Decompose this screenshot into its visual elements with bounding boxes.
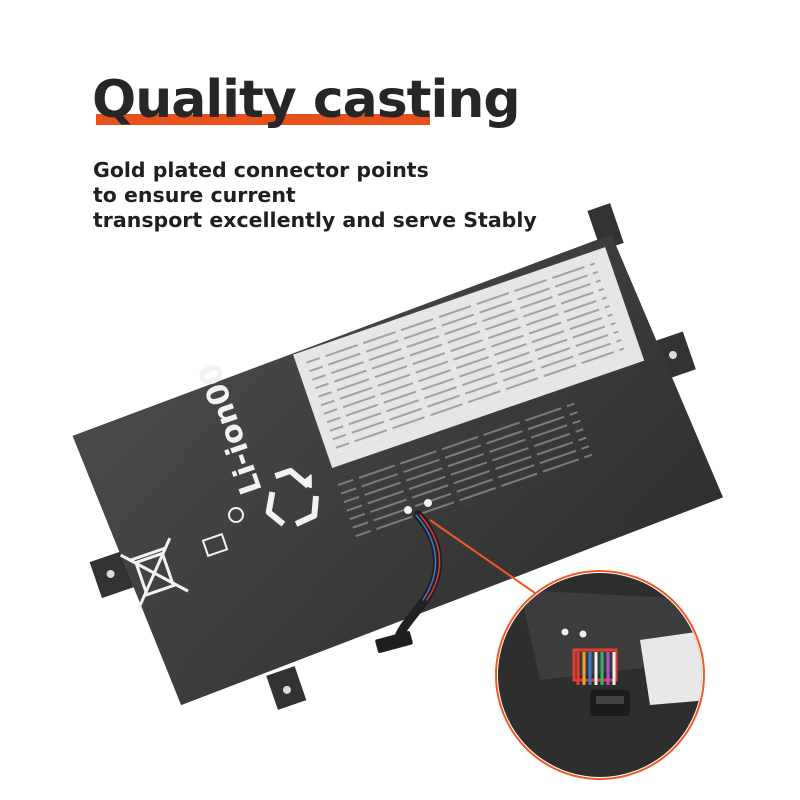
headline-underline-bar: [96, 114, 430, 125]
callout-line: [429, 519, 546, 601]
subtitle-line-1: Gold plated connector points: [93, 158, 429, 182]
crossed-bin-icon: [119, 537, 189, 609]
recycle-icon: [265, 467, 319, 527]
connector-pad: [404, 506, 412, 514]
headline: Quality casting: [92, 70, 521, 130]
certification-mark-icon: [201, 532, 229, 558]
battery-pack: [72, 203, 724, 710]
zoom-detail: [495, 570, 705, 780]
connector-pad: [424, 499, 432, 507]
battery-cable: [393, 510, 443, 645]
small-circle-mark-icon: [228, 507, 244, 523]
cable-plug: [375, 631, 413, 653]
subtitle-line-3: transport excellently and serve Stably: [93, 208, 537, 232]
subtitle-line-2: to ensure current: [93, 183, 296, 207]
mount-tab-top: [587, 203, 624, 251]
subtitle: Gold plated connector points to ensure c…: [93, 158, 537, 233]
